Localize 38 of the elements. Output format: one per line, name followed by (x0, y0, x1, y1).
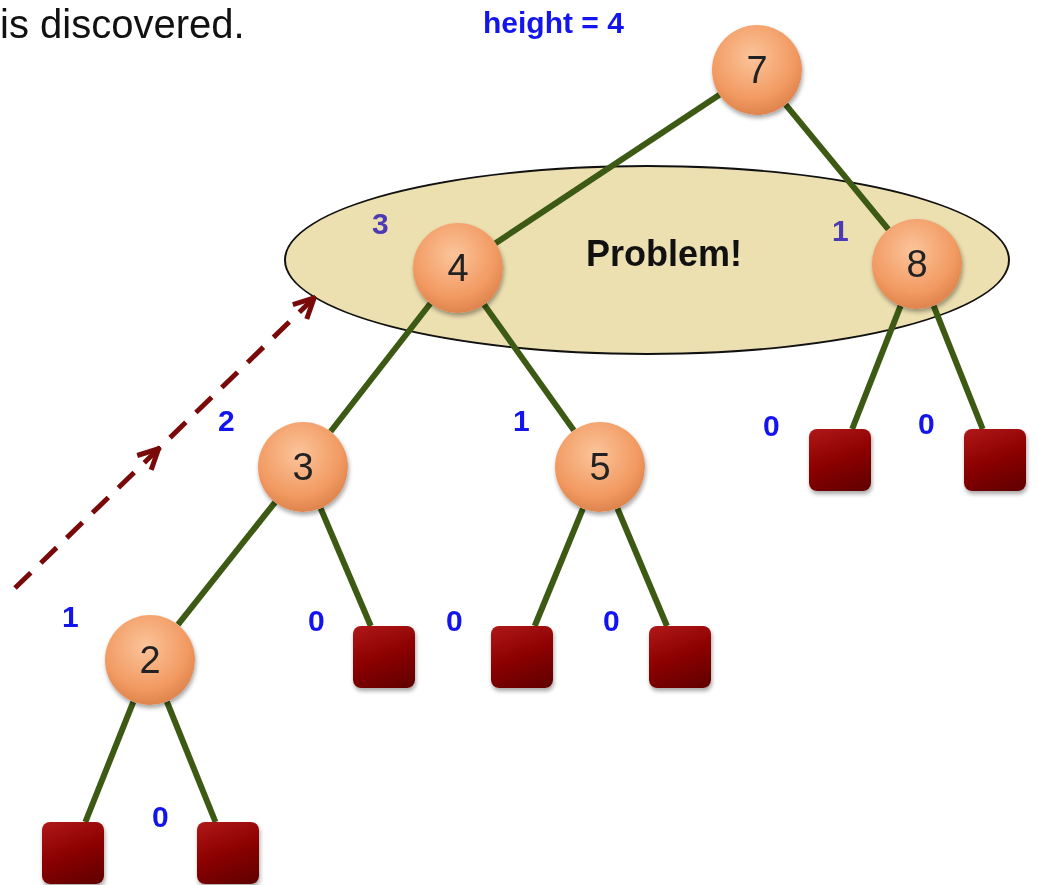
tree-edge (164, 700, 219, 824)
tree-edge (531, 507, 586, 628)
tree-edge (783, 102, 891, 232)
height-label: 3 (372, 207, 389, 241)
leaf-square (197, 822, 259, 884)
leaf-square (353, 626, 415, 688)
tree-node-circle: 3 (258, 422, 348, 512)
height-label: 0 (763, 409, 780, 443)
tree-edge (175, 500, 278, 627)
tree-edge (930, 304, 986, 431)
dashed-arrow (13, 295, 317, 590)
height-label: 0 (446, 604, 463, 638)
tree-node-circle: 4 (413, 223, 503, 313)
tree-edge (614, 507, 670, 628)
leaf-square (42, 822, 104, 884)
leaf-square (649, 626, 711, 688)
tree-edge (493, 92, 722, 246)
height-label: 2 (218, 404, 235, 438)
height-label: 1 (62, 600, 79, 634)
tree-node-circle: 5 (555, 422, 645, 512)
tree-node-circle: 8 (872, 219, 962, 309)
height-label: 0 (918, 407, 935, 441)
leaf-square (964, 429, 1026, 491)
caption-text: is discovered. (0, 2, 245, 47)
height-label: 0 (603, 604, 620, 638)
leaf-square (809, 429, 871, 491)
leaf-square (491, 626, 553, 688)
tree-edge (82, 700, 137, 824)
height-label: 1 (513, 404, 530, 438)
height-label: 1 (832, 214, 849, 248)
problem-label: Problem! (586, 233, 743, 275)
height-label: 0 (152, 800, 169, 834)
tree-edge (481, 302, 577, 433)
tree-edge (317, 507, 374, 628)
tree-node-circle: 7 (712, 25, 802, 115)
height-label: 0 (308, 604, 325, 638)
height-label: height = 4 (483, 6, 624, 40)
tree-node-circle: 2 (105, 615, 195, 705)
